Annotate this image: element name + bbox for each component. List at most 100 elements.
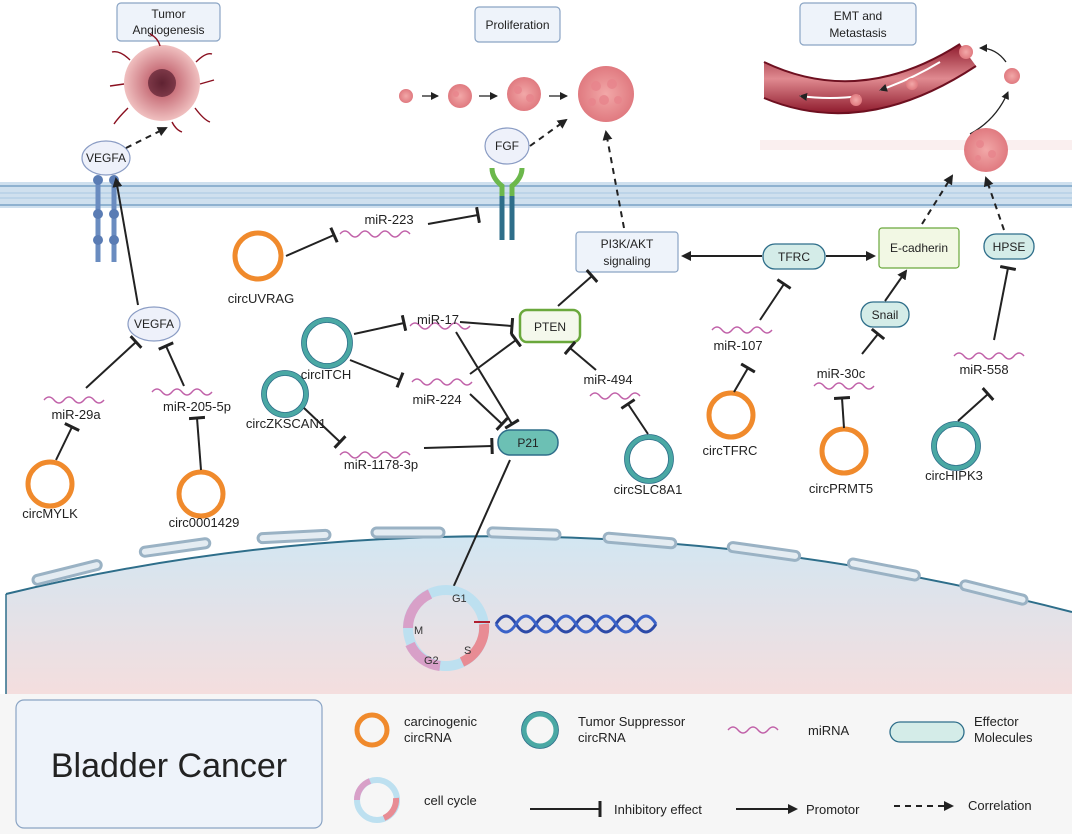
hpse-box: HPSE	[983, 233, 1035, 260]
circmylk-label: circMYLK	[22, 506, 78, 521]
vegfa-receptor-label: VEGFA	[86, 151, 126, 165]
p21-inhibits-cell-cycle	[444, 459, 511, 595]
mir107-inhibits-tfrc	[759, 278, 792, 321]
circzkscan1-label: circZKSCAN1	[246, 416, 326, 431]
mir205-inhibits-vegfa	[158, 341, 185, 387]
g2-label: G2	[424, 655, 439, 667]
tumor-image	[109, 33, 215, 133]
pi3k-label-line2: signaling	[603, 254, 650, 268]
fgf-to-proliferation-arrow	[529, 118, 568, 147]
mir107-label: miR-107	[713, 338, 762, 353]
proliferation-cells	[399, 66, 634, 122]
legend-carcinogenic-line1: carcinogenic	[404, 714, 477, 729]
legend-correlation: Correlation	[968, 798, 1032, 813]
vegfa-label: VEGFA	[134, 317, 174, 331]
p21-box: P21	[497, 429, 559, 456]
tfrc-box: TFRC	[762, 243, 826, 270]
circzkscan1-inhibits-mir1178	[303, 407, 347, 449]
snail-to-ecadherin-arrow	[884, 269, 908, 302]
legend-promotor: Promotor	[806, 802, 860, 817]
snail-box: Snail	[860, 301, 910, 328]
s-phase-label: S	[464, 645, 471, 657]
mir17-inhibits-p21	[455, 331, 520, 430]
circuvrag-ring	[232, 230, 284, 282]
mir17-glyph	[409, 322, 471, 330]
blood-vessel	[760, 43, 1072, 172]
mirna-glyphs	[43, 230, 1025, 459]
mir30c-label: miR-30c	[817, 366, 866, 381]
mir29a-label: miR-29a	[51, 407, 101, 422]
fgf-label: FGF	[495, 139, 519, 153]
carcinogenic-rings	[25, 230, 869, 519]
legend-carcinogenic-line2: circRNA	[404, 730, 452, 745]
circitch-ring	[301, 317, 353, 369]
circzkscan1-ring	[261, 370, 309, 418]
mir1178-label: miR-1178-3p	[344, 457, 418, 472]
nucleus	[5, 526, 1072, 694]
mir29a-glyph	[43, 396, 105, 404]
circslc8a1-ring	[624, 434, 674, 484]
mir558-label: miR-558	[959, 362, 1008, 377]
legend-cell-cycle: cell cycle	[424, 793, 477, 808]
vegfa-to-angiogenesis-arrow	[125, 127, 168, 149]
circtfrc-label: circTFRC	[703, 443, 758, 458]
vegfa-to-receptor-arrow	[112, 177, 139, 306]
circprmt5-ring	[819, 426, 869, 476]
legend-effector-line1: Effector	[974, 714, 1019, 729]
legend-mirna: miRNA	[808, 723, 849, 738]
circhipk3-ring	[931, 421, 981, 471]
emt-metastasis-box: EMT and Metastasis	[799, 2, 917, 46]
mir223-glyph	[339, 230, 411, 238]
circmylk-ring	[25, 459, 75, 509]
circ0001429-inhibits-mir205	[188, 415, 206, 471]
tumor-angiogenesis-box: Tumor Angiogenesis	[116, 2, 221, 42]
suppressor-ring-inner	[261, 317, 981, 484]
circhipk3-label: circHIPK3	[925, 468, 983, 483]
circ0001429-label: circ0001429	[169, 515, 240, 530]
angiogenesis-label-line1: Tumor	[151, 7, 185, 21]
mir224-inhibits-pten	[469, 332, 522, 375]
pi3k-to-proliferation-arrow	[602, 130, 625, 229]
circuvrag-label: circUVRAG	[228, 291, 294, 306]
mir224-label: miR-224	[412, 392, 461, 407]
promote-arrows	[112, 177, 908, 306]
circitch-inhibits-mir17	[353, 314, 408, 335]
mir223-inhibits-fgf	[427, 206, 481, 225]
mir30c-inhibits-snail	[861, 327, 886, 355]
circtfrc-ring	[706, 390, 756, 440]
legend-cell-cycle-icon	[353, 777, 400, 823]
pi3k-label-line1: PI3K/AKT	[601, 237, 654, 251]
circslc8a1-inhibits-mir494	[620, 398, 649, 435]
mir494-inhibits-pten	[563, 340, 597, 371]
emt-label-line2: Metastasis	[829, 26, 886, 40]
pten-inhibits-pi3k	[557, 269, 599, 307]
nuclear-pores	[31, 526, 1029, 606]
mir558-glyph	[953, 352, 1025, 360]
circprmt5-label: circPRMT5	[809, 481, 873, 496]
cell-cycle-diagram: G1 S G2 M	[403, 585, 490, 671]
ecadherin-label: E-cadherin	[890, 241, 948, 255]
legend-suppressor-line2: circRNA	[578, 730, 626, 745]
hpse-label: HPSE	[993, 240, 1026, 254]
mir205-label: miR-205-5p	[163, 399, 231, 414]
mir1178-inhibits-p21	[423, 437, 494, 455]
vegf-receptor: VEGFA	[81, 140, 131, 262]
suppressor-rings	[261, 317, 981, 484]
mir30c-glyph	[813, 382, 875, 390]
circuvrag-inhibits-mir223	[285, 227, 339, 257]
pten-label: PTEN	[534, 320, 566, 334]
inhibitory-lines	[55, 206, 1017, 595]
legend: Bladder Cancer carcinogenic circRNA Tumo…	[0, 694, 1072, 834]
hpse-to-emt-arrow	[983, 176, 1005, 231]
ecadherin-to-emt-arrow	[921, 174, 954, 225]
mir558-inhibits-hpse	[993, 265, 1017, 341]
mir29a-inhibits-vegfa	[85, 335, 143, 389]
circitch-label: circITCH	[301, 367, 352, 382]
legend-inhibitory: Inhibitory effect	[614, 802, 702, 817]
mir1178-glyph	[339, 451, 411, 459]
mir224-glyph	[411, 378, 473, 386]
proliferation-label: Proliferation	[485, 18, 549, 32]
legend-suppressor-line1: Tumor Suppressor	[578, 714, 686, 729]
circslc8a1-label: circSLC8A1	[614, 482, 683, 497]
